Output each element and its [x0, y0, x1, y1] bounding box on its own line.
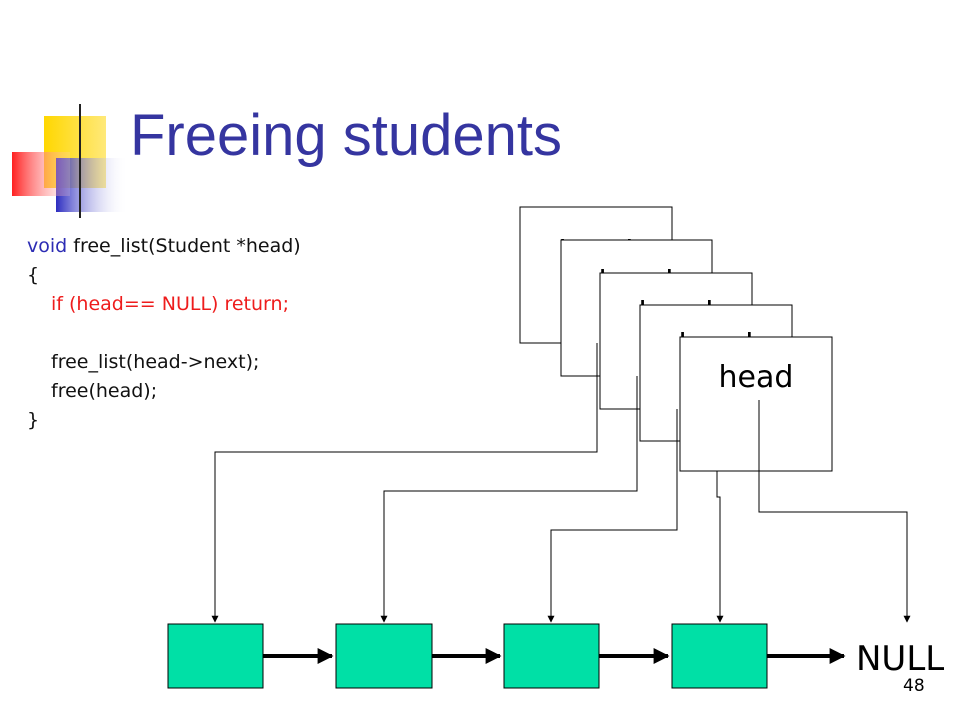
- code-line-3: if (head== NULL) return;: [51, 293, 289, 315]
- null-label: NULL: [856, 639, 944, 679]
- connector-frame3-node3: [547, 409, 678, 623]
- connector-frame1-node1: [211, 343, 598, 623]
- slide-title: Freeing students: [130, 103, 563, 168]
- code-line-1: void free_list(Student *head): [27, 232, 301, 261]
- code-block: void free_list(Student *head) { if (head…: [27, 232, 301, 435]
- frame-5-label: head: [719, 360, 794, 395]
- connector-frame2-node2: [380, 376, 638, 623]
- page-number: 48: [903, 676, 925, 696]
- frame-5: head: [679, 336, 833, 472]
- list-node-1: [167, 623, 264, 689]
- code-line-7: }: [27, 409, 40, 431]
- code-signature: free_list(Student *head): [67, 235, 301, 257]
- list-node-2: [335, 623, 433, 689]
- deco-red-square: [12, 152, 70, 196]
- list-node-4: [671, 623, 768, 689]
- code-keyword-void: void: [27, 235, 68, 257]
- code-line-6: free(head);: [51, 380, 158, 402]
- linked-list: NULL: [167, 623, 944, 689]
- code-line-2: {: [27, 264, 40, 286]
- code-line-5: free_list(head->next);: [51, 351, 260, 373]
- list-node-3: [503, 623, 600, 689]
